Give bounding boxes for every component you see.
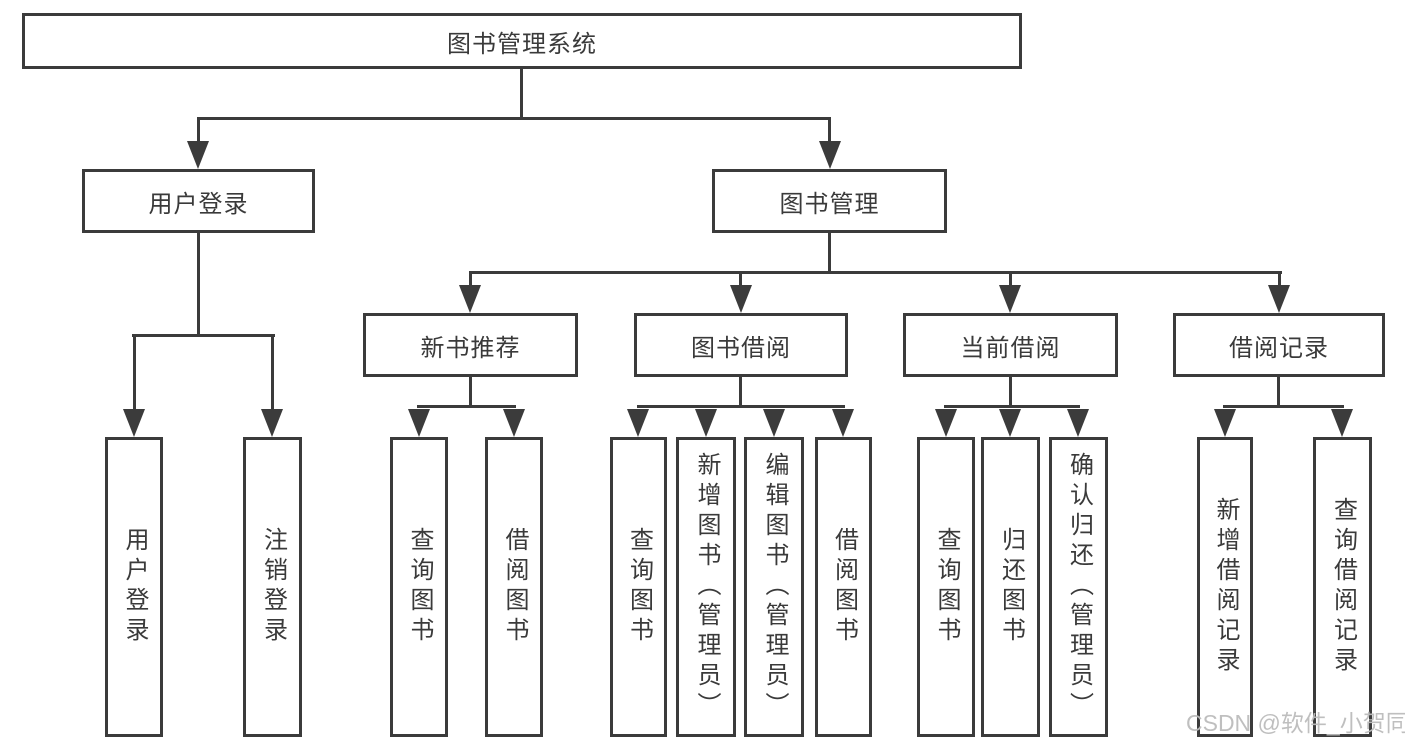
node-label: 当前借阅	[960, 334, 1061, 362]
node-label: 图书管理	[779, 190, 880, 218]
node-borrowing-records: 借阅记录	[1173, 313, 1385, 377]
connector-vline	[1278, 271, 1281, 289]
leaf-label: 借阅图书	[830, 527, 858, 647]
leaf-newrec-borrow-books: 借阅图书	[485, 437, 543, 737]
leaf-logout-login: 注销登录	[243, 437, 302, 737]
leaf-borrow-books: 借阅图书	[815, 437, 872, 737]
leaf-query-borrow-record: 查询借阅记录	[1313, 437, 1372, 737]
node-current-borrowing: 当前借阅	[903, 313, 1118, 377]
arrow-down-icon	[999, 285, 1021, 313]
connector-hline	[469, 271, 1282, 274]
leaf-label: 归还图书	[997, 527, 1025, 647]
arrow-down-icon	[819, 141, 841, 169]
arrow-down-icon	[1214, 409, 1236, 437]
leaf-label: 注销登录	[259, 527, 287, 647]
arrow-down-icon	[123, 409, 145, 437]
node-book-borrowing: 图书借阅	[634, 313, 848, 377]
arrow-down-icon	[999, 409, 1021, 437]
leaf-label: 借阅图书	[501, 527, 528, 647]
connector-vline	[739, 377, 742, 408]
arrow-down-icon	[1331, 409, 1353, 437]
connector-vline	[1277, 377, 1280, 408]
node-library-management-system: 图书管理系统	[22, 13, 1022, 69]
node-label: 图书管理系统	[447, 30, 597, 58]
arrow-down-icon	[730, 285, 752, 313]
node-label: 图书借阅	[691, 334, 791, 362]
connector-vline	[828, 233, 831, 274]
leaf-current-query-books: 查询图书	[917, 437, 975, 737]
connector-vline	[197, 117, 200, 145]
connector-vline	[1009, 377, 1012, 408]
connector-vline	[828, 117, 831, 145]
leaf-borrow-query-books: 查询图书	[610, 437, 667, 737]
connector-hline	[417, 405, 516, 408]
node-label: 借阅记录	[1229, 334, 1329, 362]
leaf-user-login: 用户登录	[105, 437, 163, 737]
leaf-edit-books-admin: 编辑图书（管理员）	[744, 437, 804, 737]
leaf-add-books-admin: 新增图书（管理员）	[676, 437, 736, 737]
connector-vline	[469, 377, 472, 408]
arrow-down-icon	[832, 409, 854, 437]
arrow-down-icon	[763, 409, 785, 437]
connector-hline	[132, 334, 275, 337]
connector-vline	[197, 233, 200, 337]
arrow-down-icon	[408, 409, 430, 437]
arrow-down-icon	[261, 409, 283, 437]
connector-vline	[739, 271, 742, 289]
leaf-label: 查询图书	[406, 527, 433, 647]
leaf-add-borrow-record: 新增借阅记录	[1197, 437, 1253, 737]
connector-hline	[1223, 405, 1344, 408]
leaf-confirm-return-admin: 确认归还（管理员）	[1049, 437, 1108, 737]
node-label: 新书推荐	[420, 334, 521, 362]
connector-hline	[944, 405, 1080, 408]
leaf-label: 查询图书	[933, 527, 960, 647]
leaf-label: 用户登录	[121, 527, 148, 647]
leaf-label: 编辑图书（管理员）	[761, 452, 788, 722]
node-new-book-recommend: 新书推荐	[363, 313, 578, 377]
connector-hline	[197, 117, 831, 120]
leaf-label: 确认归还（管理员）	[1065, 452, 1093, 722]
leaf-newrec-query-books: 查询图书	[390, 437, 448, 737]
arrow-down-icon	[503, 409, 525, 437]
node-user-login: 用户登录	[82, 169, 315, 233]
connector-vline	[1009, 271, 1012, 289]
arrow-down-icon	[695, 409, 717, 437]
watermark-text: CSDN @软件_小贺同学	[1186, 710, 1405, 736]
leaf-return-books: 归还图书	[981, 437, 1040, 737]
node-label: 用户登录	[148, 190, 249, 218]
leaf-label: 查询借阅记录	[1329, 497, 1357, 677]
arrow-down-icon	[459, 285, 481, 313]
node-book-management: 图书管理	[712, 169, 947, 233]
leaf-label: 新增借阅记录	[1212, 497, 1239, 677]
leaf-label: 新增图书（管理员）	[693, 452, 720, 722]
arrow-down-icon	[1268, 285, 1290, 313]
arrow-down-icon	[935, 409, 957, 437]
connector-vline	[133, 334, 136, 412]
connector-hline	[637, 405, 845, 408]
leaf-label: 查询图书	[625, 527, 653, 647]
arrow-down-icon	[627, 409, 649, 437]
connector-vline	[271, 334, 274, 412]
connector-vline	[520, 69, 523, 118]
arrow-down-icon	[187, 141, 209, 169]
arrow-down-icon	[1067, 409, 1089, 437]
connector-vline	[469, 271, 472, 289]
